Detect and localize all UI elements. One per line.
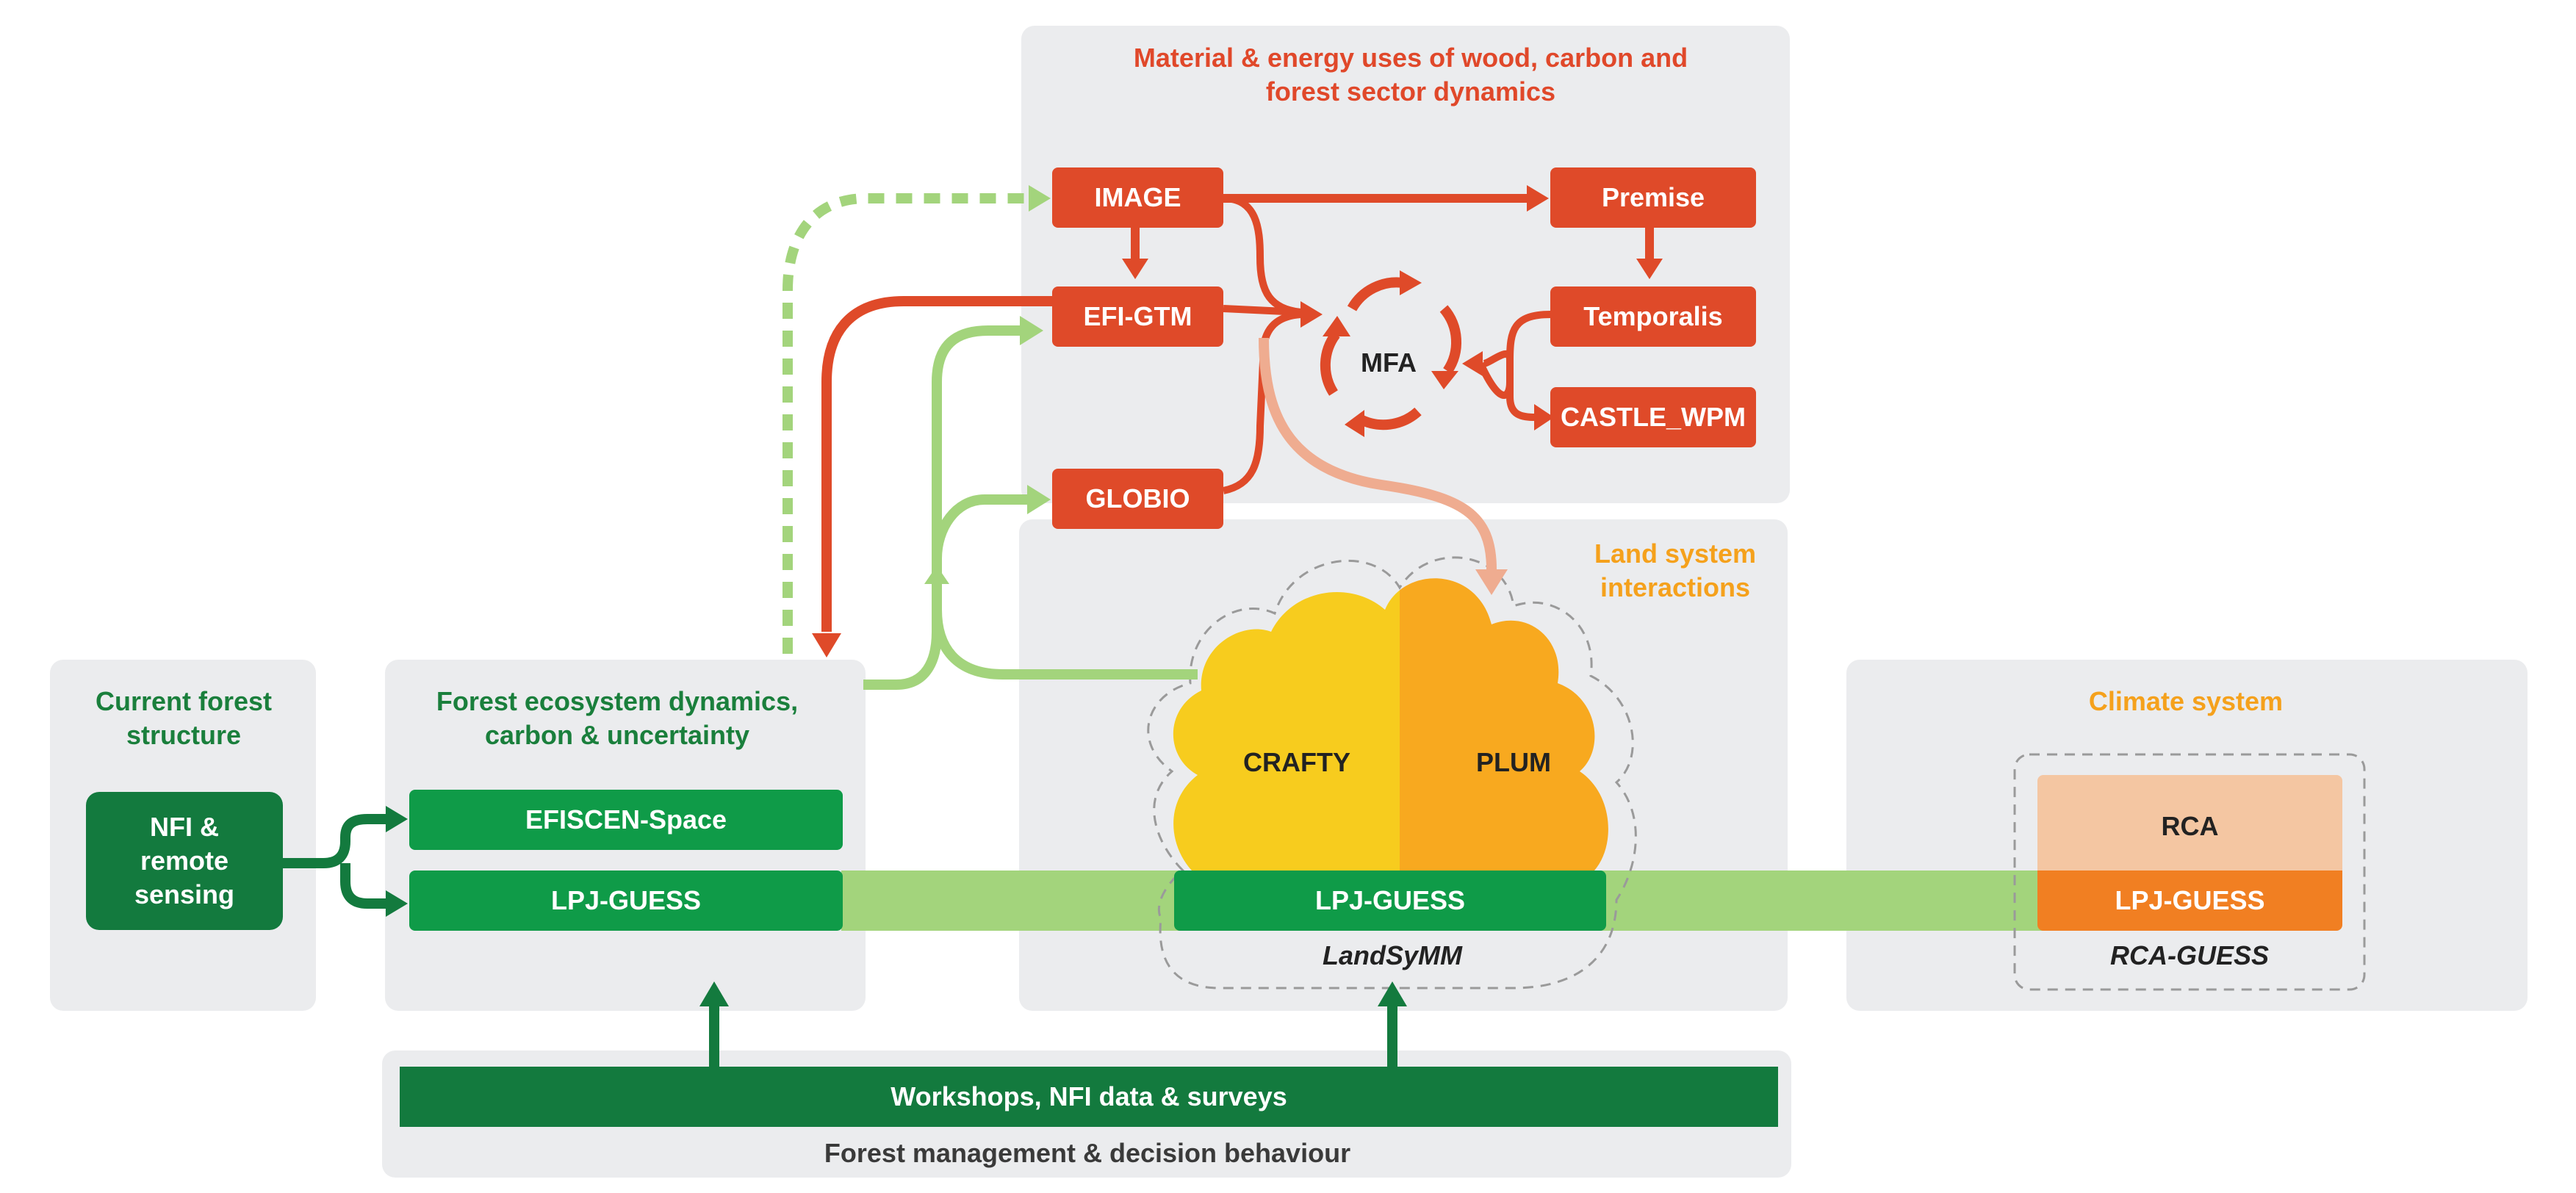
arrow-land-to-globio [932, 494, 1198, 680]
efi-gtm-box: EFI-GTM [1052, 286, 1223, 347]
arrow-temporalis-branch [1483, 350, 1514, 367]
arrow-temporalis-to-castle [1506, 382, 1536, 421]
arrow-efigtm-to-land [1259, 337, 1497, 570]
current-forest-title: Current forest structure [95, 686, 273, 750]
crafty-label: CRAFTY [1243, 747, 1350, 777]
workshops-box: Workshops, NFI data & surveys [400, 1067, 1778, 1127]
arrow-globio-to-mfa [1222, 311, 1301, 494]
globio-box: GLOBIO [1052, 469, 1223, 529]
efiscen-space-box: EFISCEN-Space [409, 790, 843, 850]
crafty-plum-cloud [1173, 578, 1608, 871]
arrow-efigtm-to-forest [821, 296, 1052, 632]
temporalis-box: Temporalis [1550, 286, 1756, 347]
arrow-temporalis-to-mfa [1477, 311, 1551, 399]
lpj-guess-forest-box: LPJ-GUESS [409, 871, 843, 931]
plum-label: PLUM [1476, 747, 1551, 777]
forest-eco-title: Forest ecosystem dynamics, carbon & unce… [436, 686, 799, 750]
rca-guess-outline [2013, 753, 2366, 991]
mfa-cycle-arrows [1320, 277, 1461, 430]
castle-wpm-box: CASTLE_WPM [1550, 387, 1756, 447]
image-box: IMAGE [1052, 167, 1223, 228]
nfi-remote-sensing-box: NFI & remote sensing [86, 792, 283, 930]
material-title: Material & energy uses of wood, carbon a… [1133, 43, 1688, 107]
arrow-forest-to-image-dotted [782, 193, 1032, 654]
landsymm-outline [1147, 556, 1637, 990]
climate-title: Climate system [2088, 686, 2284, 716]
rca-guess-label: RCA-GUESS [2109, 940, 2270, 970]
mfa-label: MFA [1361, 347, 1417, 378]
arrow-efigtm-to-mfa [1223, 305, 1301, 316]
rca-box: RCA [2037, 775, 2342, 878]
arrow-forest-to-efigtm [863, 325, 1021, 690]
lpj-guess-climate-box: LPJ-GUESS [2037, 871, 2342, 931]
lpj-guess-land-box: LPJ-GUESS [1174, 871, 1606, 931]
forest-management-title: Forest management & decision behaviour [824, 1138, 1351, 1168]
arrow-image-to-mfa [1223, 195, 1301, 316]
land-system-title: Land system interactions [1594, 538, 1757, 602]
arrow-nfi-to-models [283, 814, 389, 909]
premise-box: Premise [1550, 167, 1756, 228]
landsymm-label: LandSyMM [1322, 940, 1462, 970]
